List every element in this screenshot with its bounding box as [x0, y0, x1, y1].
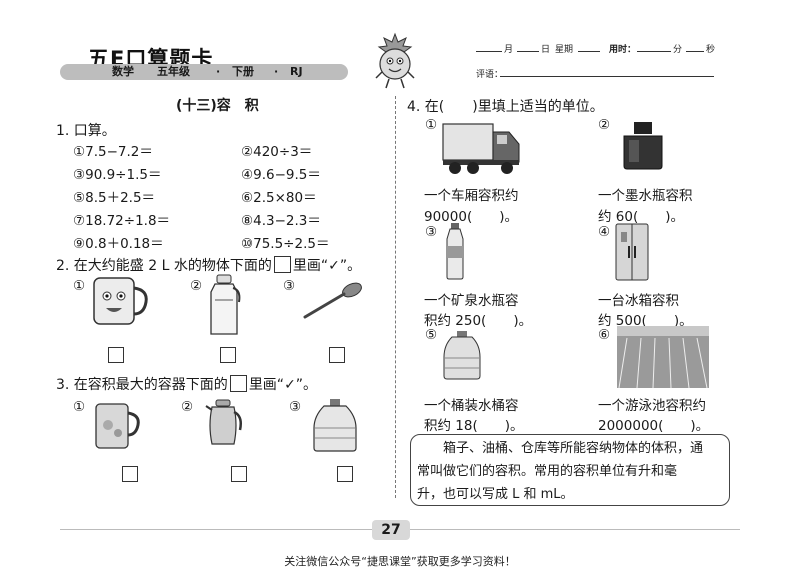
q4-item-1-line1: 一个车厢容积约	[424, 188, 519, 204]
kettle-icon	[204, 398, 244, 446]
page-number: 27	[372, 520, 410, 540]
q3-heading: 3. 在容积最大的容器下面的里画“✓”。	[56, 375, 318, 393]
q2-checkbox-1[interactable]	[108, 347, 124, 363]
q1-item-9: ⑨0.8＋0.18＝	[73, 236, 164, 252]
footer-text: 关注微信公众号“捷思课堂”获取更多学习资料！	[284, 555, 516, 568]
q3-label-1: ①	[73, 399, 86, 415]
q3-label-3: ③	[289, 399, 302, 415]
q4-item-5-line1: 一个桶装水桶容	[424, 398, 519, 414]
q1-item-10: ⑩75.5÷2.5＝	[241, 236, 330, 252]
q1-item-7: ⑦18.72÷1.8＝	[73, 213, 171, 229]
q4-label-3: ③	[425, 224, 438, 240]
mascot-icon	[372, 32, 418, 90]
subject-label: 数学	[112, 65, 134, 78]
q1-item-1: ①7.5−7.2＝	[73, 144, 153, 160]
q4-item-3-line1: 一个矿泉水瓶容	[424, 293, 519, 309]
q4-item-1-line2: 90000( )。	[424, 209, 518, 225]
thermos-icon	[206, 274, 242, 338]
q2-checkbox-3[interactable]	[329, 347, 345, 363]
q1-item-2: ②420÷3＝	[241, 144, 313, 160]
fridge-icon	[614, 222, 650, 282]
section-title: (十三)容 积	[176, 98, 259, 114]
q4-item-6-line2: 2000000( )。	[598, 418, 710, 434]
second-label: 秒	[706, 45, 716, 55]
q4-item-5-line2: 积约 18( )。	[424, 418, 524, 434]
q1-item-4: ④9.6−9.5＝	[241, 167, 321, 183]
truck-icon	[441, 118, 521, 178]
edition-label: RJ	[290, 65, 303, 78]
column-divider	[395, 96, 396, 498]
q4-item-4-line2: 约 500( )。	[598, 313, 693, 329]
minute-label: 分	[673, 45, 683, 55]
mug-icon	[92, 276, 150, 328]
subject-bar: 数学 五年级 · 下册 · RJ	[60, 64, 348, 80]
separator: ·	[274, 65, 279, 78]
q4-label-5: ⑤	[425, 327, 438, 343]
cup-icon	[92, 401, 142, 451]
review-line[interactable]	[500, 76, 714, 77]
grade-label: 五年级	[157, 65, 190, 78]
pool-icon	[617, 326, 709, 388]
q4-heading: 4. 在( )里填上适当的单位。	[407, 99, 604, 115]
q1-item-3: ③90.9÷1.5＝	[73, 167, 162, 183]
q2-label-3: ③	[283, 278, 296, 294]
q4-item-3-line2: 积约 250( )。	[424, 313, 533, 329]
q2-checkbox-2[interactable]	[220, 347, 236, 363]
q4-label-4: ④	[598, 224, 611, 240]
q4-item-2-line2: 约 60( )。	[598, 209, 685, 225]
water-bucket-icon	[312, 398, 358, 452]
note-line-1: 箱子、油桶、仓库等所能容纳物体的体积，通	[417, 441, 704, 456]
q4-label-2: ②	[598, 117, 611, 133]
q3-checkbox-1[interactable]	[122, 466, 138, 482]
q3-label-2: ②	[181, 399, 194, 415]
volume-label: 下册	[232, 65, 254, 78]
day-label: 日	[541, 45, 551, 55]
q4-item-4-line1: 一台冰箱容积	[598, 293, 679, 309]
q4-label-1: ①	[425, 117, 438, 133]
q3-checkbox-3[interactable]	[337, 466, 353, 482]
q2-label-2: ②	[190, 278, 203, 294]
time-label: 用时：	[609, 45, 637, 55]
q4-item-2-line1: 一个墨水瓶容积	[598, 188, 693, 204]
q1-heading: 1. 口算。	[56, 123, 116, 139]
q4-item-6-line1: 一个游泳池容积约	[598, 398, 706, 414]
q1-item-5: ⑤8.5＋2.5＝	[73, 190, 156, 206]
q1-item-6: ⑥2.5×80＝	[241, 190, 317, 206]
note-line-2: 常叫做它们的容积。常用的容积单位有升和毫	[417, 464, 678, 479]
separator: ·	[216, 65, 221, 78]
q2-label-1: ①	[73, 278, 86, 294]
spoon-icon	[302, 280, 364, 320]
info-note-box: 箱子、油桶、仓库等所能容纳物体的体积，通 常叫做它们的容积。常用的容积单位有升和…	[410, 434, 730, 506]
water-bucket-icon	[442, 330, 482, 380]
q4-label-6: ⑥	[598, 327, 611, 343]
q3-checkbox-2[interactable]	[231, 466, 247, 482]
ink-bottle-icon	[620, 120, 666, 170]
month-label: 月	[504, 45, 514, 55]
review-label: 评语：	[476, 70, 504, 80]
note-line-3: 升，也可以写成 L 和 mL。	[417, 487, 574, 502]
weekday-label: 星期	[555, 45, 574, 55]
q2-heading: 2. 在大约能盛 2 L 水的物体下面的里画“✓”。	[56, 256, 362, 274]
water-bottle-icon	[443, 222, 467, 280]
q1-item-8: ⑧4.3−2.3＝	[241, 213, 321, 229]
